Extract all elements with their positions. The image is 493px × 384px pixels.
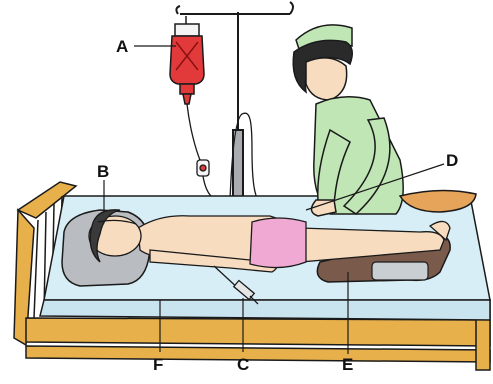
label-e: E: [342, 356, 353, 373]
label-f: F: [153, 356, 163, 373]
iv-bottle: [170, 16, 204, 104]
label-b: B: [97, 163, 109, 180]
label-a: A: [116, 38, 128, 55]
iv-tubing: [187, 104, 262, 205]
nurse: [293, 25, 403, 216]
leg-support: [372, 262, 428, 280]
towel: [250, 218, 306, 268]
label-d: D: [446, 152, 458, 169]
label-c: C: [237, 356, 249, 373]
